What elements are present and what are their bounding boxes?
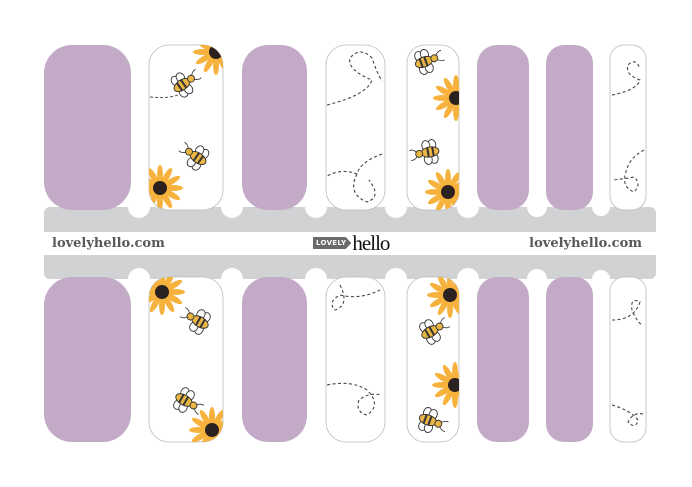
nail-solid-lavender <box>477 45 529 210</box>
nail-solid-lavender <box>44 45 131 210</box>
nail-bee-sunflower <box>406 276 460 443</box>
nail-dashed-flight-path <box>609 44 647 211</box>
nail-solid-lavender <box>546 45 593 210</box>
site-url-left: lovelyhello.com <box>52 236 165 251</box>
nail-bee-sunflower <box>148 276 224 443</box>
band-notches <box>128 196 610 290</box>
nail-row-top <box>44 44 647 211</box>
nail-solid-lavender <box>477 277 529 442</box>
nail-solid-lavender <box>44 277 131 442</box>
nail-dashed-flight-path <box>609 276 647 443</box>
logo-tag: LOVELY <box>313 237 352 249</box>
nail-bee-sunflower <box>406 44 460 211</box>
nail-solid-lavender <box>546 277 593 442</box>
nail-row-bottom <box>44 276 647 443</box>
nail-dashed-flight-path <box>325 276 386 443</box>
nail-solid-lavender <box>242 277 307 442</box>
nail-dashed-flight-path <box>325 44 386 211</box>
site-url-right: lovelyhello.com <box>529 236 642 251</box>
nail-solid-lavender <box>242 45 307 210</box>
logo-word: hello <box>352 230 390 255</box>
nail-bee-sunflower <box>148 44 224 211</box>
brand-logo: LOVELY hello <box>313 230 390 255</box>
